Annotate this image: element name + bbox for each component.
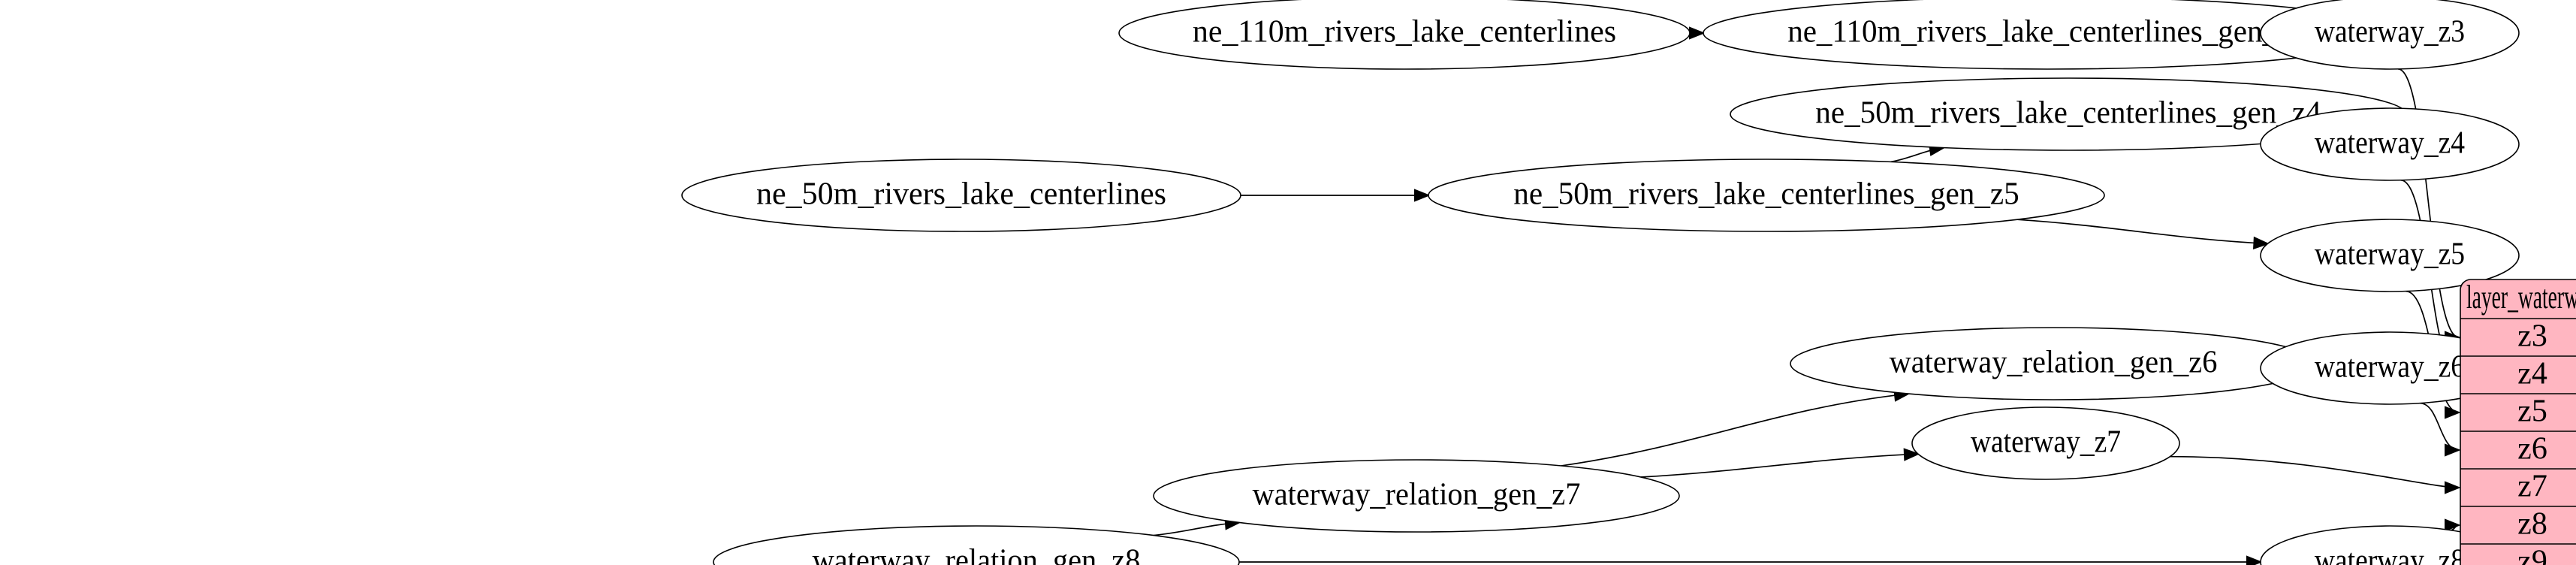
graph-node-ne_50m_rivers_lake_centerlines[interactable]: ne_50m_rivers_lake_centerlines (682, 159, 1241, 231)
nodes-layer: imposm3osm_waterway_relationosm_waterway… (0, 0, 2519, 565)
graph-edge (2398, 69, 2459, 337)
record-box (2460, 279, 2576, 565)
arrow-head-icon (2445, 443, 2461, 457)
arrow-head-icon (2445, 481, 2461, 494)
record-cell-z5[interactable]: z5 (2517, 394, 2547, 429)
graph-node-waterway_z7[interactable]: waterway_z7 (1912, 407, 2179, 479)
graph-node-ne_50m_rivers_lake_centerlines_gen_z4[interactable]: ne_50m_rivers_lake_centerlines_gen_z4 (1730, 78, 2406, 150)
graph-edge (1561, 394, 1908, 466)
record-cell-z4[interactable]: z4 (2517, 357, 2547, 391)
node-ellipse (2261, 108, 2519, 180)
record-cell-z9[interactable]: z9 (2517, 545, 2547, 565)
graph-node-waterway_z4[interactable]: waterway_z4 (2261, 108, 2519, 180)
node-ellipse (1912, 407, 2179, 479)
node-label: waterway_z6 (2315, 350, 2465, 385)
graph-node-waterway_relation_gen_z8[interactable]: waterway_relation_gen_z8 (713, 526, 1239, 565)
node-label: ne_110m_rivers_lake_centerlines_gen_z3 (1787, 15, 2307, 50)
node-label: waterway_z8 (2315, 544, 2465, 565)
node-label: ne_50m_rivers_lake_centerlines_gen_z5 (1513, 177, 2019, 212)
node-label: ne_50m_rivers_lake_centerlines (756, 177, 1166, 212)
arrow-head-icon (2445, 406, 2461, 419)
graph-node-ne_110m_rivers_lake_centerlines[interactable]: ne_110m_rivers_lake_centerlines (1119, 0, 1690, 69)
record-node-layer: layer_waterwayz3z4z5z6z7z8z9z10z11z12z13… (2460, 279, 2576, 565)
record-node-layer-waterway[interactable]: layer_waterwayz3z4z5z6z7z8z9z10z11z12z13… (2460, 279, 2576, 565)
arrow-head-icon (1689, 26, 1706, 40)
graph-edge (2170, 457, 2459, 488)
node-ellipse (2261, 0, 2519, 69)
arrow-head-icon (2246, 555, 2263, 565)
graph-node-waterway_z3[interactable]: waterway_z3 (2261, 0, 2519, 69)
graph-node-waterway_relation_gen_z7[interactable]: waterway_relation_gen_z7 (1154, 460, 1679, 532)
record-cell-z6[interactable]: z6 (2517, 432, 2547, 467)
record-title: layer_waterway (2466, 279, 2576, 316)
node-label: ne_110m_rivers_lake_centerlines (1193, 15, 1616, 50)
node-label: waterway_z4 (2315, 126, 2465, 161)
arrow-head-icon (2445, 518, 2461, 532)
node-ellipse (2261, 219, 2519, 292)
arrow-head-icon (1414, 189, 1431, 202)
node-ellipse (682, 159, 1241, 231)
arrow-head-icon (2253, 236, 2270, 250)
record-cell-z7[interactable]: z7 (2517, 470, 2547, 504)
node-label: waterway_relation_gen_z6 (1890, 346, 2218, 380)
graph-node-waterway_z6[interactable]: waterway_z6 (2261, 332, 2519, 404)
record-cell-z3[interactable]: z3 (2517, 319, 2547, 354)
graph-edge (1641, 454, 1918, 477)
node-ellipse (1154, 460, 1679, 532)
node-label: waterway_z5 (2315, 237, 2465, 272)
graph-node-waterway_z8[interactable]: waterway_z8 (2261, 526, 2519, 565)
node-ellipse (1119, 0, 1690, 69)
node-ellipse (713, 526, 1239, 565)
graph-node-waterway_z5[interactable]: waterway_z5 (2261, 219, 2519, 292)
record-cell-z8[interactable]: z8 (2517, 507, 2547, 542)
node-label: waterway_z3 (2315, 15, 2465, 50)
arrow-head-icon (1903, 448, 1920, 461)
node-ellipse (1428, 159, 2104, 231)
node-label: waterway_relation_gen_z8 (813, 544, 1141, 565)
node-label: waterway_relation_gen_z7 (1253, 478, 1581, 512)
graph-node-waterway_relation_gen_z6[interactable]: waterway_relation_gen_z6 (1790, 328, 2316, 400)
graph-edge (2017, 219, 2268, 243)
node-label: waterway_z7 (1971, 425, 2121, 460)
graph-node-ne_50m_rivers_lake_centerlines_gen_z5[interactable]: ne_50m_rivers_lake_centerlines_gen_z5 (1428, 159, 2104, 231)
node-label: ne_50m_rivers_lake_centerlines_gen_z4 (1815, 96, 2321, 131)
